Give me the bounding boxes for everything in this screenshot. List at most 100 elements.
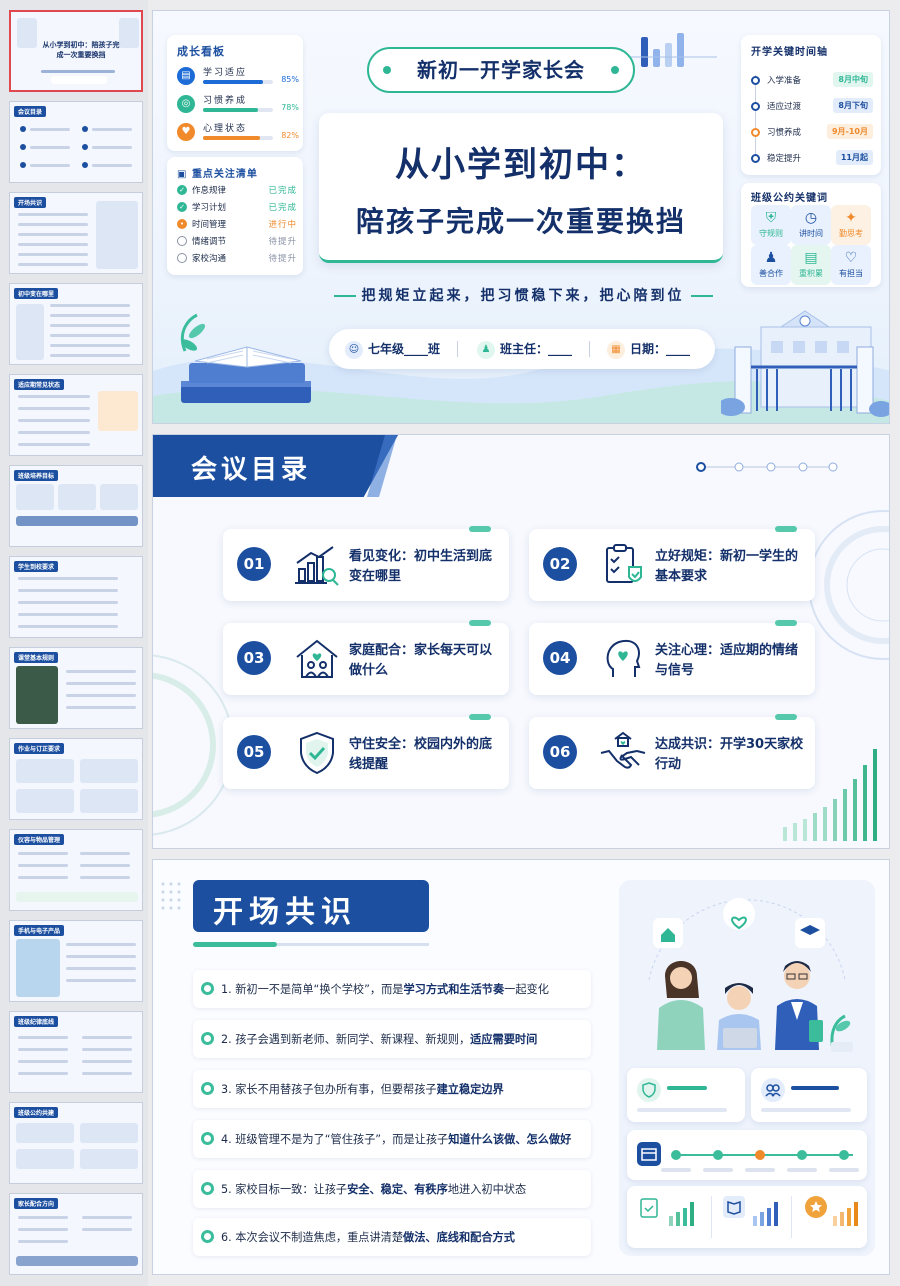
title-underline [193,942,277,947]
shield-check-icon [300,731,334,775]
slide-thumbnail-11[interactable]: 手机与电子产品 [9,920,143,1002]
meeting-name: 新初一开学家长会 [417,58,585,82]
dot-decoration [383,66,391,74]
focus-list-title: ▣ 重点关注清单 [177,169,258,180]
info-bar: ☺七年级____班 ♟班主任：____ ▦日期：____ [329,329,715,369]
timeline-label: 习惯养成 [767,128,802,138]
agenda-item-04[interactable]: 04 关注心理：适应期的情绪与信号 [529,620,815,695]
agenda-item-02[interactable]: 02 立好规矩：新初一学生的基本要求 [529,526,815,601]
agenda-item-01[interactable]: 01 看见变化：初中生活到底变在哪里 [223,526,509,601]
slide-thumbnail-9[interactable]: 作业与订正要求 [9,738,143,820]
dots-grid-decoration [161,882,181,910]
bar-decoration [627,33,717,67]
slide-thumbnail-6[interactable]: 班级培养目标 [9,465,143,547]
focus-item-label: 学习计划 [192,203,227,213]
focus-item-status: 已完成 [268,186,297,196]
keywords-card: 班级公约关键词 ⛨守规则 ◷讲时间 ✦勤思考 ♟善合作 ▤重积累 ♡有担当 [741,183,881,287]
timeline-dot [751,128,760,137]
agenda-banner [153,435,398,497]
consensus-text: 6. 本次会议不制造焦虑，重点讲清楚做法、底线和配合方式 [221,1231,515,1244]
slide-thumbnail-2[interactable]: 会议目录 [9,101,143,183]
slide-thumbnail-4[interactable]: 初中变在哪里 [9,283,143,365]
metric-label: 习惯养成 [203,96,248,106]
bulb-icon: ✦ [845,210,857,226]
thumbnail-label: 班级培养目标 [14,470,59,481]
metric-habit: ◎ 习惯养成 78% [177,93,299,117]
thumbnail-label: 学生到校要求 [14,561,59,572]
agenda-number: 03 [237,641,271,675]
bullet-dot [201,1032,214,1045]
slide-thumbnail-12[interactable]: 班级纪律底线 [9,1011,143,1093]
consensus-banner [193,880,429,932]
target-icon: ◎ [177,95,195,113]
main-title-line1: 从小学到初中： [395,145,647,185]
focus-item-status: 已完成 [268,203,297,213]
agenda-text: 看见变化：初中生活到底变在哪里 [349,549,493,584]
grade-field[interactable]: ☺七年级____班 [345,340,440,359]
main-title-box: 从小学到初中： 陪孩子完成一次重要换挡 [319,113,723,263]
meeting-name-pill: 新初一开学家长会 [367,47,635,93]
shield-icon: ⛨ [765,210,777,226]
dots-line-decoration [696,462,838,472]
agenda-item-05[interactable]: 05 守住安全：校园内外的底线提醒 [223,714,509,789]
clock-icon: ◷ [804,210,818,226]
focus-item: ✓ 学习计划 已完成 [177,200,297,216]
consensus-point-4: 4. 班级管理不是为了“管住孩子”，而是让孩子知道什么该做、怎么做好 [193,1120,591,1158]
agenda-item-06[interactable]: 06 达成共识：开学30天家校行动 [529,714,815,789]
timeline-date: 8月中旬 [833,72,873,87]
wave-decoration [153,348,889,423]
focus-item-status: 待提升 [268,237,297,247]
progress-card-people [751,1068,867,1122]
timeline-dot [751,154,760,163]
thumbnail-label: 家长配合方向 [14,1198,59,1209]
growth-bars-decoration [783,749,877,841]
slide-thumbnail-7[interactable]: 学生到校要求 [9,556,143,638]
timeline-date: 8月下旬 [833,98,873,113]
books-icon: ▤ [804,250,818,266]
thumbnail-label: 适应期常见状态 [14,379,65,390]
metric-progress-bar [203,136,273,140]
slide-thumbnail-5[interactable]: 适应期常见状态 [9,374,143,456]
slide-thumbnail-3[interactable]: 开场共识 [9,192,143,274]
slide-thumbnail-13[interactable]: 班级公约共建 [9,1102,143,1184]
timeline-title: 开学关键时间轴 [751,47,828,58]
books-illustration [180,313,311,403]
agenda-number: 04 [543,641,577,675]
consensus-text: 2. 孩子会遇到新老师、新同学、新课程、新规则，适应需要时间 [221,1033,538,1046]
mini-bar-icon [753,1202,778,1226]
keyword-clock: ◷讲时间 [791,205,831,245]
agenda-item-03[interactable]: 03 家庭配合：家长每天可以做什么 [223,620,509,695]
slogan-text: 把规矩立起来，把习惯稳下来，把心陪到位 [361,288,685,304]
slide-thumbnail-8[interactable]: 课堂基本规则 [9,647,143,729]
metric-learning: ▤ 学习适应 85% [177,65,299,89]
timeline-item: 适应过渡 8月下旬 [751,97,873,117]
date-field[interactable]: ▦日期：____ [607,340,690,359]
book-icon: ▤ [177,67,195,85]
clock-icon: • [177,219,187,229]
consensus-point-3: 3. 家长不用替孩子包办所有事，但要帮孩子建立稳定边界 [193,1070,591,1108]
thumbnail-label: 会议目录 [14,106,47,117]
stats-mini-card [627,1186,867,1248]
thumbnail-label: 班级纪律底线 [14,1016,59,1027]
mini-bar-icon [833,1202,858,1226]
handshake-icon [600,731,646,769]
keyword-people: ♟善合作 [751,245,791,285]
metric-progress-bar [203,80,273,84]
thumbnail-label: 仪容与物品管理 [14,834,65,845]
focus-item-label: 时间管理 [192,220,227,230]
focus-item-label: 情绪调节 [192,237,227,247]
consensus-text: 5. 家校目标一致：让孩子安全、稳定、有秩序地进入初中状态 [221,1183,527,1196]
consensus-text: 1. 新初一不是简单“换个学校”，而是学习方式和生活节奏一起变化 [221,983,549,996]
slide-thumbnail-14[interactable]: 家长配合方向 [9,1193,143,1275]
agenda-number: 05 [237,735,271,769]
agenda-text: 关注心理：适应期的情绪与信号 [655,643,799,678]
bullet-dot [201,1132,214,1145]
slide-thumbnail-10[interactable]: 仪容与物品管理 [9,829,143,911]
teacher-field[interactable]: ♟班主任：____ [477,340,572,359]
school-building-illustration [721,310,889,417]
slide-thumbnail-1[interactable]: 从小学到初中：陪孩子完成一次重要换挡 [9,10,143,92]
slogan: 把规矩立起来，把习惯稳下来，把心陪到位 [303,285,743,305]
consensus-text: 4. 班级管理不是为了“管住孩子”，而是让孩子知道什么该做、怎么做好 [221,1133,572,1146]
keyword-bulb: ✦勤思考 [831,205,871,245]
slide-consensus: 开场共识 1. 新初一不是简单“换个学校”，而是学习方式和生活节奏一起变化 2.… [152,859,890,1275]
